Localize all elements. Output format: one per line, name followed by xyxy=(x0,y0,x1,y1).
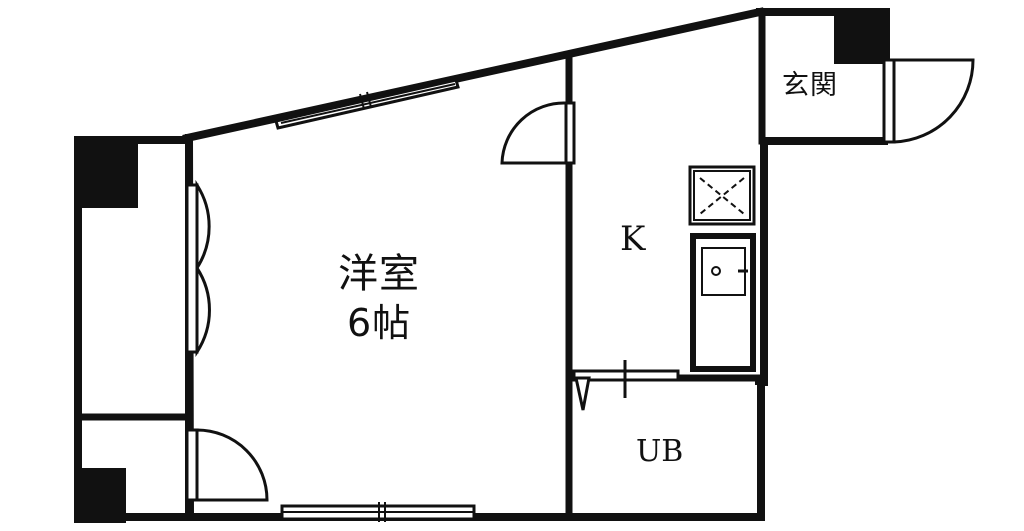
outer-wall xyxy=(184,133,888,521)
western-room-name-label: 洋室 xyxy=(338,251,420,297)
bottom-left-column xyxy=(74,468,126,523)
bath-label: UB xyxy=(636,434,684,469)
entrance-door-swing-icon xyxy=(882,58,975,144)
closet-lower-door-swing-icon xyxy=(185,428,269,502)
kitchen-door-swing-icon xyxy=(500,101,576,165)
closet-outer-wall xyxy=(74,136,193,521)
entrance-label: 玄関 xyxy=(782,70,838,101)
range-hood-icon xyxy=(688,165,756,226)
kitchen-counter-post xyxy=(755,375,765,385)
kitchen-label: K xyxy=(620,219,646,259)
top-right-column xyxy=(834,8,890,64)
kitchen-fixtures xyxy=(688,165,756,372)
solid-columns xyxy=(74,8,890,523)
bottom-sliding-window-icon xyxy=(280,502,476,522)
bath-folding-door-icon xyxy=(572,360,680,411)
windows xyxy=(274,78,476,522)
diagonal-top-wall xyxy=(182,7,765,143)
sink-icon xyxy=(690,233,756,372)
top-sliding-window-icon xyxy=(274,78,460,130)
western-room-size-label: 6帖 xyxy=(347,301,412,345)
closet-upper-door-swing-icon xyxy=(185,179,211,358)
left-column xyxy=(74,136,138,208)
doors xyxy=(185,58,975,502)
